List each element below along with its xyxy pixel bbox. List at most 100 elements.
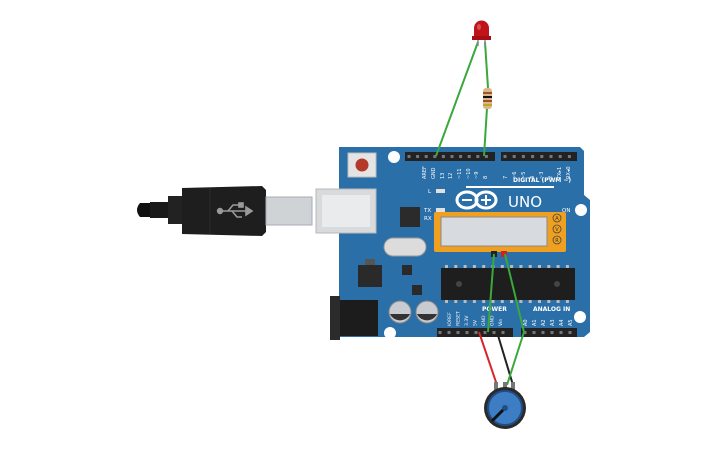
analog-header	[521, 328, 577, 337]
header-pin[interactable]	[484, 155, 488, 158]
header-pin[interactable]	[483, 331, 487, 334]
header-pin[interactable]	[407, 155, 411, 158]
pin-label: GND	[431, 167, 437, 179]
header-pin[interactable]	[523, 331, 527, 334]
usb-metal-connector	[265, 196, 313, 226]
digital-header-left	[405, 152, 495, 161]
mounting-hole	[388, 151, 400, 163]
board-brand: UNO	[508, 193, 542, 211]
header-pin[interactable]	[459, 155, 463, 158]
pin-label: A0	[523, 319, 529, 326]
multimeter-probe-positive[interactable]	[501, 251, 507, 257]
digital-label: DIGITAL (PWM ~)	[513, 177, 571, 184]
tx-led	[436, 208, 445, 212]
header-pin[interactable]	[550, 331, 554, 334]
atmega328-chip	[441, 268, 575, 300]
header-pin[interactable]	[476, 155, 480, 158]
pin-label: ~11	[457, 168, 463, 179]
wire-pot-5v[interactable]	[478, 331, 498, 386]
header-pin[interactable]	[532, 331, 536, 334]
header-pin[interactable]	[521, 155, 525, 158]
header-pin[interactable]	[549, 155, 553, 158]
tx-led-label: TX	[423, 208, 431, 214]
svg-text:A: A	[555, 216, 559, 222]
multimeter[interactable]: A V R	[434, 212, 566, 257]
header-pin[interactable]	[503, 155, 507, 158]
usb-strain-relief	[150, 202, 170, 218]
resistor[interactable]	[483, 88, 492, 109]
header-pin[interactable]	[541, 331, 545, 334]
crystal-oscillator	[383, 237, 427, 257]
header-pin[interactable]	[559, 331, 563, 334]
header-pin[interactable]	[441, 155, 445, 158]
pin-label: TX▸1	[557, 167, 563, 180]
arduino-infinity-logo	[455, 186, 554, 210]
multimeter-mode-a[interactable]: A	[552, 213, 562, 223]
pin-label: A1	[532, 319, 538, 326]
wire-meter-positive[interactable]	[504, 253, 525, 333]
header-pin[interactable]	[467, 155, 471, 158]
potentiometer[interactable]	[484, 382, 526, 429]
usb-chip	[400, 207, 420, 227]
header-pin[interactable]	[540, 155, 544, 158]
pin-label: 8	[483, 176, 489, 179]
header-pin[interactable]	[567, 155, 571, 158]
power-label: POWER	[482, 306, 507, 313]
pin-label: RX◂0	[566, 166, 572, 179]
pin-label: A4	[559, 319, 565, 326]
header-pin[interactable]	[433, 155, 437, 158]
wire-meter-com[interactable]	[487, 253, 495, 333]
capacitor	[415, 300, 439, 324]
pin-label: RESET	[456, 311, 462, 326]
header-pin[interactable]	[424, 155, 428, 158]
pin-label: A2	[541, 319, 547, 326]
header-pin[interactable]	[465, 331, 469, 334]
pin-label: 7	[503, 176, 509, 179]
header-pin[interactable]	[501, 331, 505, 334]
header-pin[interactable]	[531, 155, 535, 158]
reset-button[interactable]	[347, 152, 377, 178]
red-led[interactable]	[472, 20, 491, 46]
mounting-hole	[575, 204, 587, 216]
header-pin[interactable]	[456, 331, 460, 334]
header-pin[interactable]	[438, 331, 442, 334]
pin-label: ~3	[539, 172, 545, 179]
pin-label: GND	[490, 315, 496, 326]
pin-label: IOREF	[447, 312, 453, 326]
pin-label: ~10	[466, 168, 472, 179]
pin-label: 4	[530, 176, 536, 179]
header-pin[interactable]	[447, 331, 451, 334]
digital-header-right	[501, 152, 577, 161]
usb-grip	[168, 196, 184, 224]
header-pin[interactable]	[512, 155, 516, 158]
wires	[435, 41, 525, 386]
pin-label: Vin	[498, 319, 504, 326]
pin-label: A5	[568, 319, 574, 326]
multimeter-mode-r[interactable]: R	[552, 235, 562, 245]
wire-resistor-to-pin[interactable]	[483, 107, 488, 157]
svg-text:R: R	[555, 238, 559, 244]
capacitor	[388, 300, 412, 324]
header-pin[interactable]	[416, 155, 420, 158]
l-led	[436, 189, 445, 193]
analog-label: ANALOG IN	[533, 306, 570, 313]
header-pin[interactable]	[492, 331, 496, 334]
pin-label: 12	[448, 173, 454, 179]
multimeter-mode-v[interactable]: V	[552, 224, 562, 234]
usb-cable[interactable]	[137, 186, 313, 236]
header-pin[interactable]	[558, 155, 562, 158]
pin-label: 2	[548, 176, 554, 179]
header-pin[interactable]	[568, 331, 572, 334]
wire-led-to-gnd[interactable]	[435, 41, 479, 157]
header-pin[interactable]	[474, 331, 478, 334]
wire-led-to-resistor[interactable]	[484, 41, 489, 89]
pin-label: ~6	[512, 172, 518, 179]
wire-pot-wiper[interactable]	[506, 331, 525, 386]
header-pin[interactable]	[450, 155, 454, 158]
usb-icon	[216, 202, 254, 218]
voltage-regulator	[358, 265, 382, 287]
svg-text:V: V	[555, 227, 559, 233]
multimeter-display	[440, 216, 548, 247]
